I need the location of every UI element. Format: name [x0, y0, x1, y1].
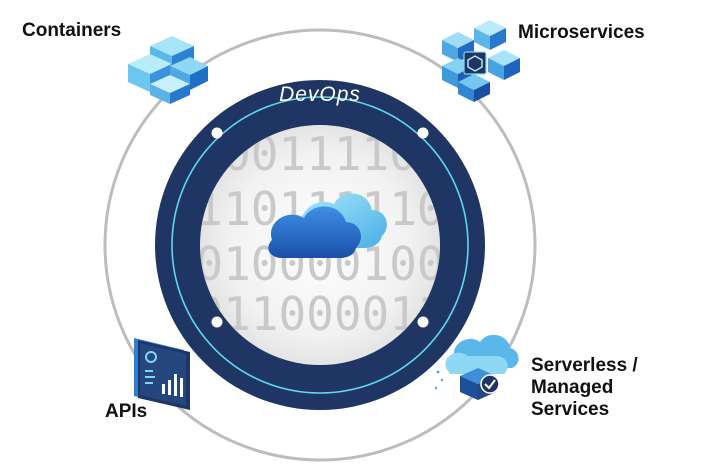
orbit-dot-top-right — [417, 127, 429, 139]
orbit-dot-top-left — [211, 127, 223, 139]
containers-cubes-icon — [128, 36, 208, 104]
binary-row-5: 011000011 — [195, 287, 444, 341]
apis-label: APIs — [105, 401, 148, 422]
api-dashboard-icon — [134, 338, 190, 410]
orbit-dot-bottom-left — [211, 316, 223, 328]
cloud-icon — [268, 193, 387, 258]
devops-label: DevOps — [279, 83, 361, 106]
orbit-dot-bottom-right — [417, 316, 429, 328]
microservices-label: Microservices — [518, 22, 645, 43]
serverless-label-line-1: Serverless / — [531, 355, 638, 376]
orbit-line — [171, 96, 469, 394]
serverless-label-line-3: Services — [531, 399, 610, 420]
serverless-label-line-2: Managed — [531, 377, 614, 398]
containers-label: Containers — [22, 20, 122, 41]
microservices-cube-grid-icon — [442, 20, 520, 102]
binary-row-1: 100110000 — [195, 82, 444, 136]
serverless-label: Serverless / Managed Services — [531, 355, 638, 421]
serverless-cloud-check-icon — [434, 334, 519, 400]
